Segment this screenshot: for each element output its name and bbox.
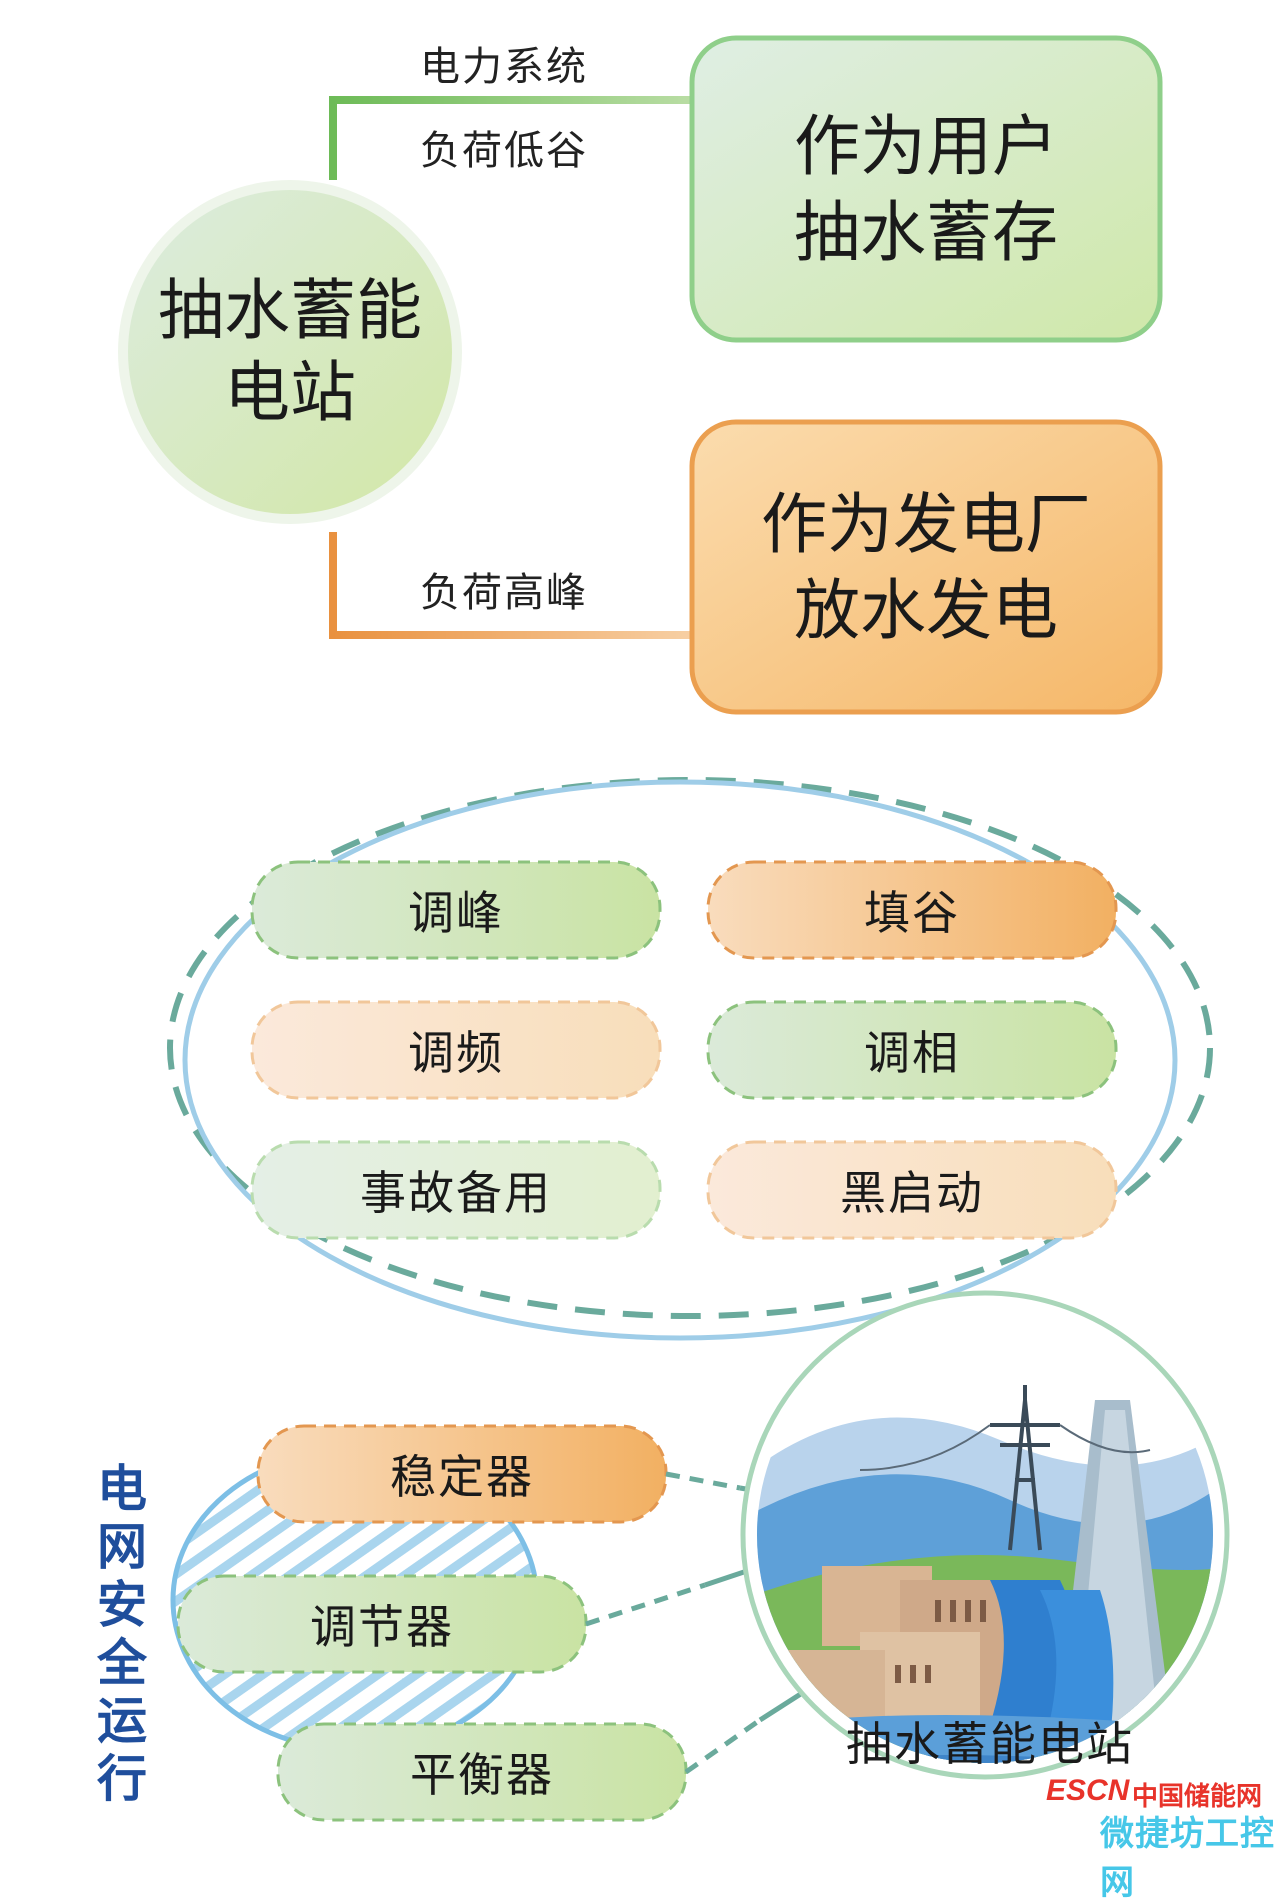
watermark-brand: ESCN (1046, 1774, 1130, 1807)
service-phase-modulation: 调相 (864, 1026, 960, 1080)
station-caption: 抽水蓄能电站 (846, 1717, 1134, 1771)
watermark-overlay: 微捷坊工控网 (1100, 1814, 1275, 1903)
plant-box-line-1: 作为发电厂 (761, 486, 1091, 563)
service-emergency-reserve: 事故备用 (360, 1166, 552, 1220)
device-balancer: 平衡器 (410, 1748, 554, 1802)
user-box: 作为用户 抽水蓄存 (692, 104, 1160, 276)
flow-label-low-load: 负荷低谷 (420, 128, 588, 174)
watermark: ESCN 中国储能网 微捷坊工控网 (1040, 1770, 1278, 1903)
hub-line-1: 抽水蓄能 (158, 272, 422, 349)
device-stabilizer: 稳定器 (390, 1450, 534, 1504)
user-box-line-2: 抽水蓄存 (794, 194, 1058, 271)
flow-label-system: 电力系统 (420, 44, 588, 90)
service-valley-filling: 填谷 (864, 886, 960, 940)
user-box-line-1: 作为用户 (794, 108, 1058, 185)
plant-box: 作为发电厂 放水发电 (692, 482, 1160, 654)
grid-safety-label: 电网安全运行 (97, 1460, 147, 1808)
service-peak-shaving: 调峰 (408, 886, 504, 940)
flow-label-peak-load: 负荷高峰 (420, 570, 588, 616)
service-frequency-regulation: 调频 (408, 1026, 504, 1080)
hub-node: 抽水蓄能 电站 (140, 270, 440, 434)
device-regulator: 调节器 (310, 1600, 454, 1654)
watermark-site-name: 中国储能网 (1132, 1782, 1263, 1812)
hub-line-2: 电站 (224, 354, 356, 431)
plant-box-line-2: 放水发电 (794, 572, 1058, 649)
service-black-start: 黑启动 (840, 1166, 984, 1220)
